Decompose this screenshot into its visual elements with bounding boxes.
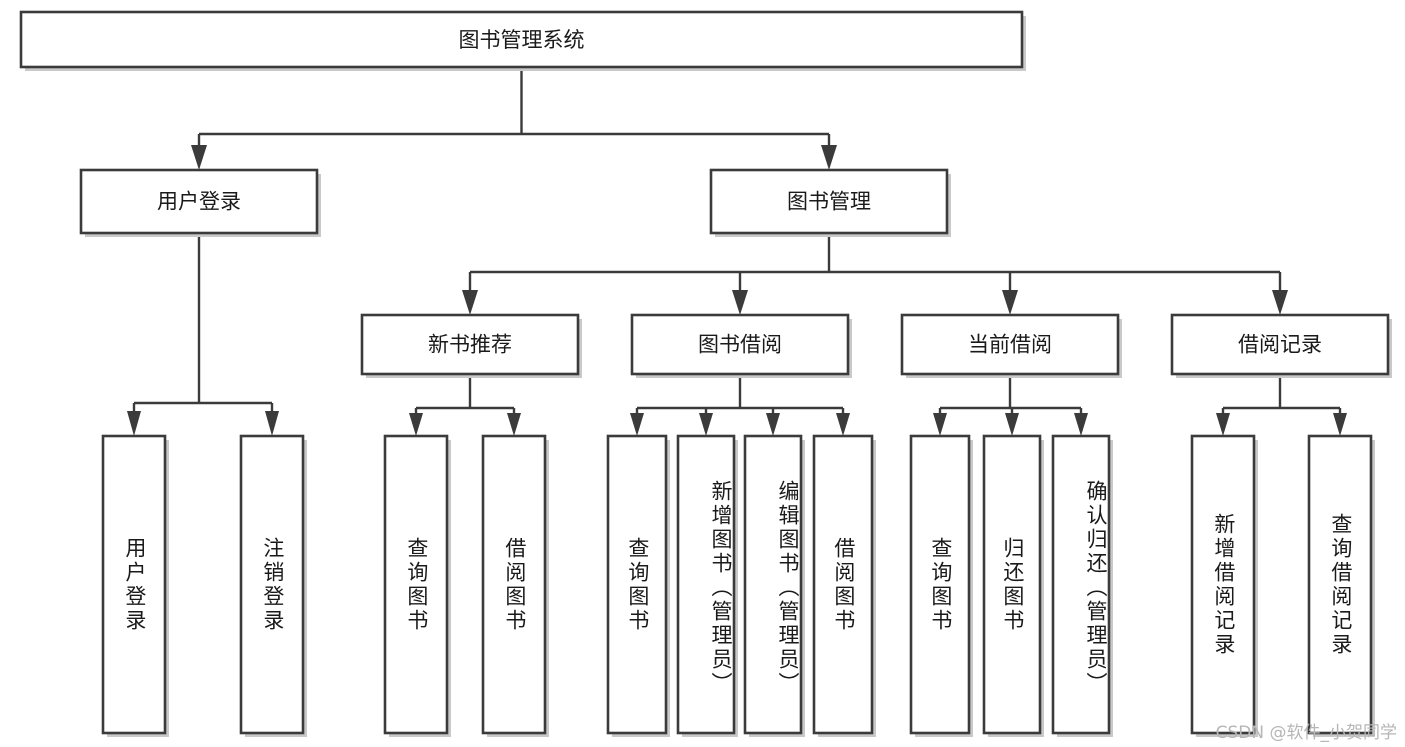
node-label-current-borrow: 当前借阅 xyxy=(968,333,1052,357)
node-box-book-manage[interactable] xyxy=(709,168,949,235)
node-box-cur-confirm-return[interactable] xyxy=(1051,434,1111,735)
node-box-user-logout[interactable] xyxy=(239,434,305,735)
arrowhead-rec-query-book xyxy=(409,413,423,436)
node-box-new-book-recommend[interactable] xyxy=(360,313,580,376)
node-label-book-manage: 图书管理 xyxy=(787,190,871,214)
node-box-borrow-edit-book[interactable] xyxy=(743,434,803,735)
arrowhead-rec-borrow-book xyxy=(507,413,521,436)
node-box-borrow-do-borrow[interactable] xyxy=(812,434,874,735)
node-box-borrow-add-book[interactable] xyxy=(676,434,736,735)
node-box-rec-query-book[interactable] xyxy=(383,434,449,735)
arrowhead-borrow-query-book xyxy=(630,413,644,436)
arrowhead-user-logout xyxy=(265,411,279,436)
node-label-book-borrow: 图书借阅 xyxy=(698,333,782,357)
arrowhead-book-manage xyxy=(821,145,837,170)
arrowhead-user-login-do xyxy=(127,411,141,436)
node-label-borrow-record: 借阅记录 xyxy=(1238,333,1322,357)
node-box-rec-borrow-book[interactable] xyxy=(481,434,547,735)
connector-layer xyxy=(127,67,1347,436)
node-label-user-login: 用户登录 xyxy=(157,190,241,214)
node-box-current-borrow[interactable] xyxy=(900,313,1120,376)
node-box-user-login[interactable] xyxy=(79,168,319,235)
arrowhead-borrow-edit-book xyxy=(766,413,780,436)
node-box-root[interactable] xyxy=(19,10,1024,69)
arrowhead-book-borrow xyxy=(732,290,748,315)
node-box-user-login-do[interactable] xyxy=(101,434,167,735)
node-box-rec-query-record[interactable] xyxy=(1307,434,1373,735)
node-box-borrow-record[interactable] xyxy=(1170,313,1390,376)
node-box-borrow-query-book[interactable] xyxy=(606,434,668,735)
arrowhead-cur-query-book xyxy=(933,413,947,436)
node-box-rec-add-record[interactable] xyxy=(1190,434,1256,735)
arrowhead-cur-return-book xyxy=(1005,413,1019,436)
node-layer: 图书管理系统 用户登录 图书管理 新书推荐 图书借阅 当前借阅 借阅记录 xyxy=(19,10,1392,737)
arrowhead-rec-query-record xyxy=(1333,413,1347,436)
arrowhead-cur-confirm-return xyxy=(1074,413,1088,436)
node-box-book-borrow[interactable] xyxy=(630,313,850,376)
arrowhead-borrow-record xyxy=(1272,290,1288,315)
arrowhead-current-borrow xyxy=(1002,290,1018,315)
arrowhead-rec-add-record xyxy=(1216,413,1230,436)
arrowhead-user-login xyxy=(191,145,207,170)
arrowhead-borrow-do-borrow xyxy=(836,413,850,436)
csdn-watermark: CSDN @软件_小贺同学 xyxy=(1215,723,1397,743)
node-label-new-book-recommend: 新书推荐 xyxy=(428,333,512,357)
arrowhead-new-book-recommend xyxy=(462,290,478,315)
arrowhead-borrow-add-book xyxy=(699,413,713,436)
node-box-cur-query-book[interactable] xyxy=(909,434,971,735)
node-box-cur-return-book[interactable] xyxy=(982,434,1042,735)
node-label-root: 图书管理系统 xyxy=(459,28,585,52)
